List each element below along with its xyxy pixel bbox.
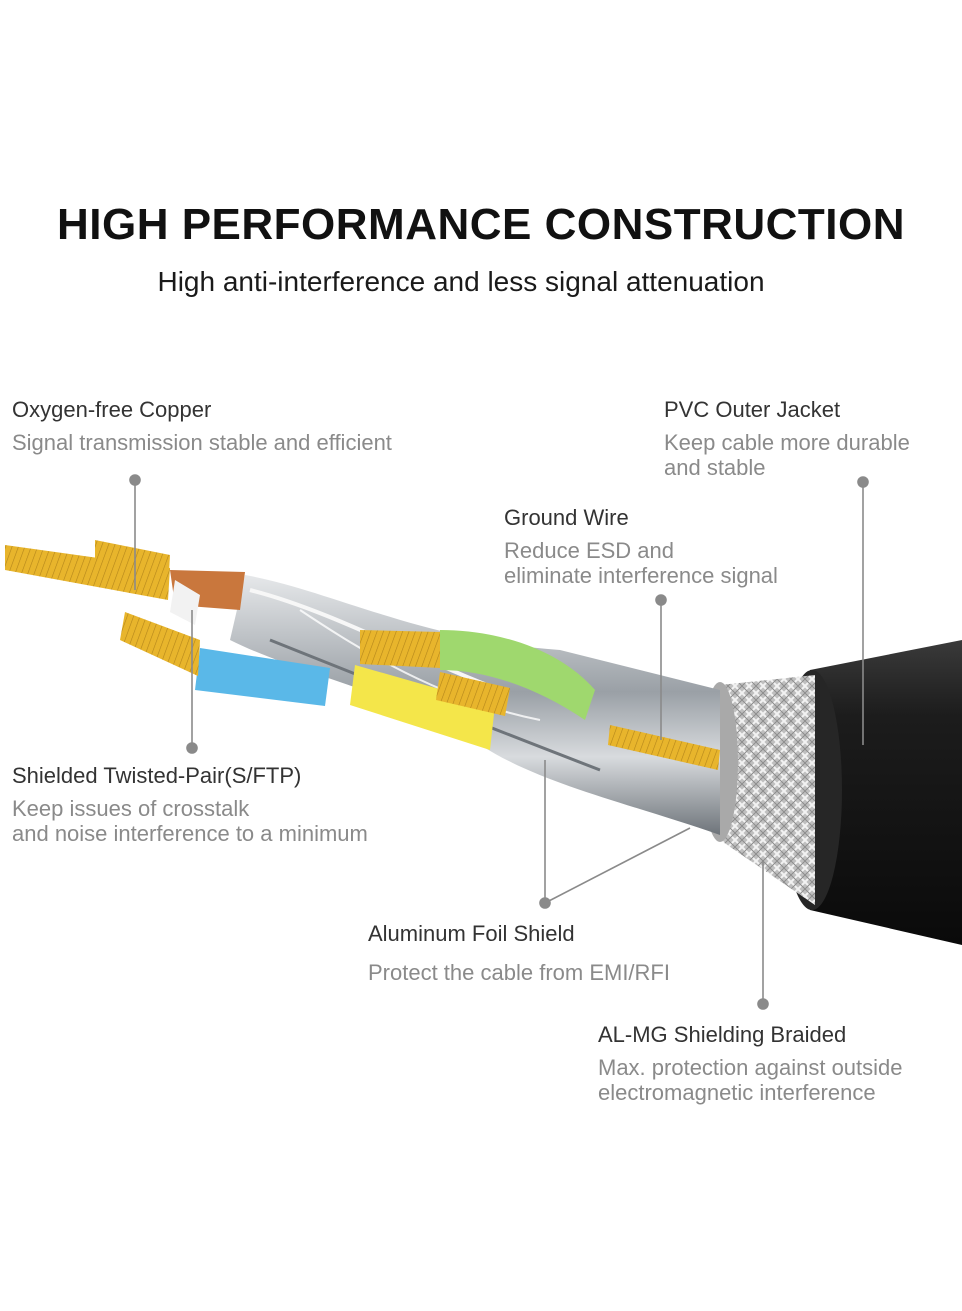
callout-title: Aluminum Foil Shield [368,921,575,946]
leader-lines [129,474,869,1010]
callout-shielded-twisted-pair: Shielded Twisted-Pair(S/FTP) Keep issues… [12,762,368,846]
callout-desc-line: and stable [664,455,766,480]
callout-desc: Max. protection against outside electrom… [598,1055,903,1105]
copper-conductors [5,540,510,716]
callout-desc: Reduce ESD and eliminate interference si… [504,538,778,588]
callout-title: PVC Outer Jacket [664,397,841,422]
callout-aluminum-foil-shield: Aluminum Foil Shield Protect the cable f… [368,920,670,985]
callout-desc: Protect the cable from EMI/RFI [368,960,670,985]
page-subtitle: High anti-interference and less signal a… [157,266,765,297]
callout-oxygen-free-copper: Oxygen-free Copper Signal transmission s… [12,396,392,455]
pair-insulation [170,570,595,750]
page-title: HIGH PERFORMANCE CONSTRUCTION [56,200,906,249]
callout-pvc-outer-jacket: PVC Outer Jacket Keep cable more durable… [664,396,910,480]
callout-desc-line: Max. protection against outside [598,1055,903,1080]
callout-desc: Signal transmission stable and efficient [12,430,392,455]
callout-title: Oxygen-free Copper [12,397,212,422]
callout-desc-line: Keep cable more durable [664,430,910,455]
callout-desc: Keep cable more durable and stable [664,430,910,480]
callout-desc-line: and noise interference to a minimum [12,821,368,846]
callout-desc-line: eliminate interference signal [504,563,778,588]
ground-wire [608,725,720,770]
callout-desc-line: Keep issues of crosstalk [12,796,250,821]
callout-title: Ground Wire [504,505,629,530]
callout-title: AL-MG Shielding Braided [598,1022,847,1047]
callout-title: Shielded Twisted-Pair(S/FTP) [12,763,302,788]
callout-desc: Keep issues of crosstalk and noise inter… [12,796,368,846]
callout-al-mg-shielding-braided: AL-MG Shielding Braided Max. protection … [598,1021,903,1105]
callout-ground-wire: Ground Wire Reduce ESD and eliminate int… [504,504,778,588]
callout-desc-line: Reduce ESD and [504,538,674,563]
callout-desc-line: electromagnetic interference [598,1080,876,1105]
